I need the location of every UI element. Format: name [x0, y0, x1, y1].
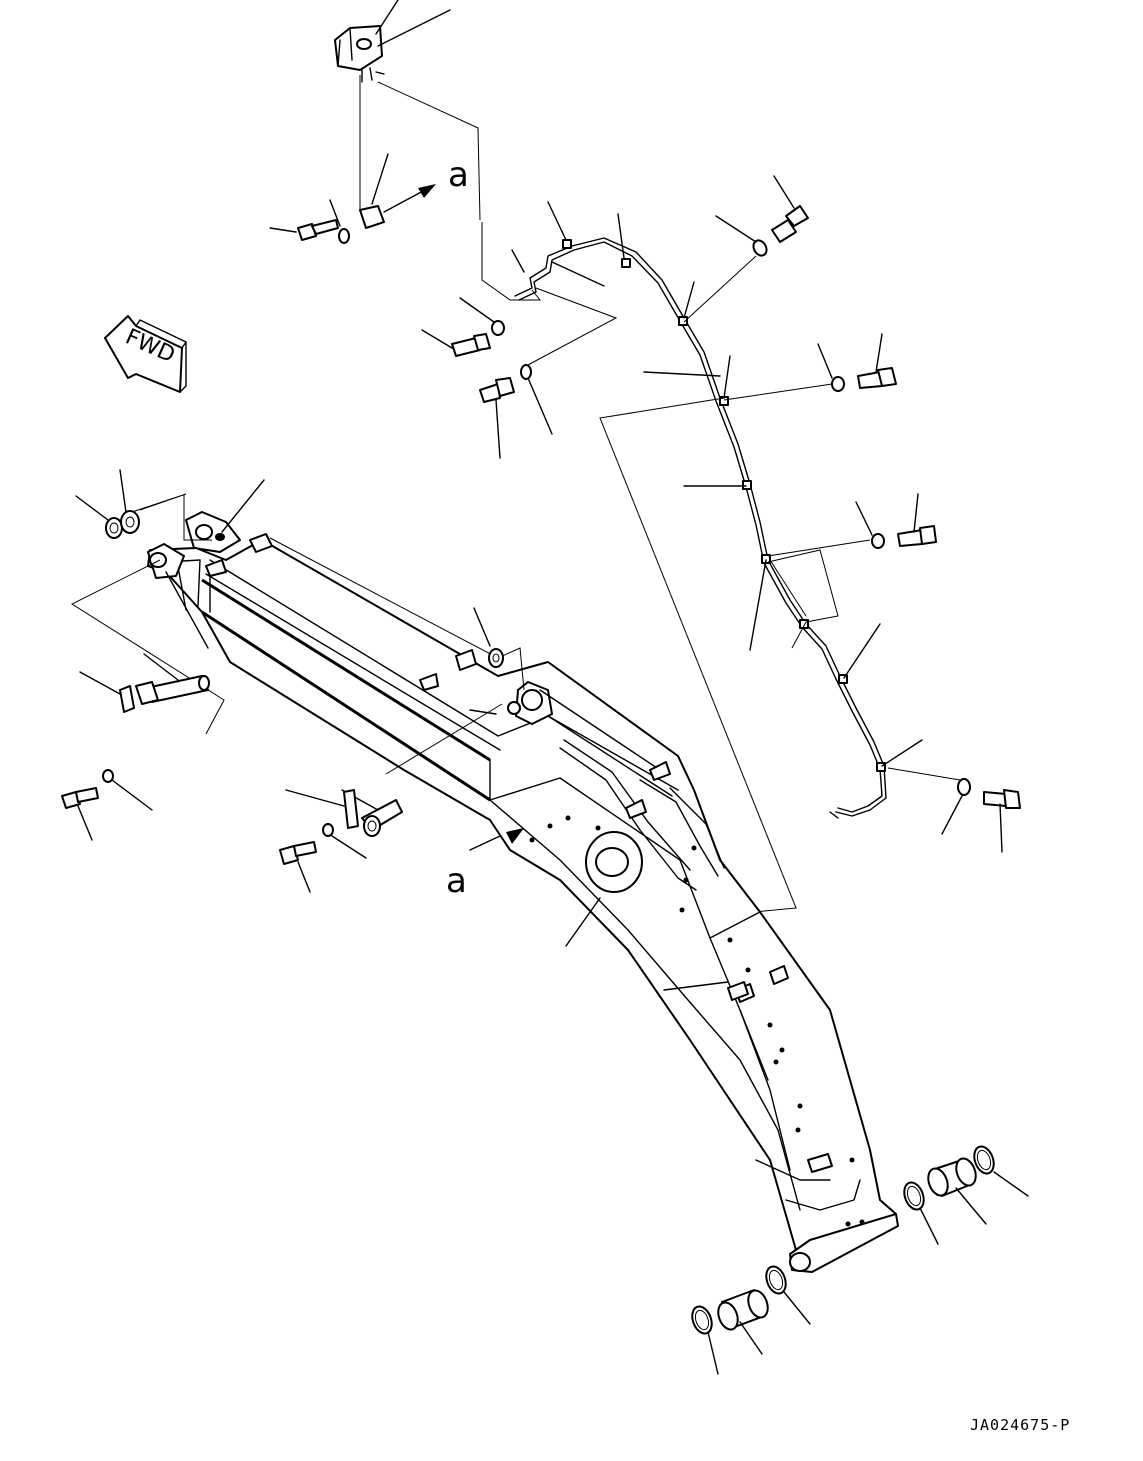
- view-marker-bottom: a: [446, 861, 467, 901]
- wiring-harness: [421, 175, 1021, 913]
- boom-body: [70, 479, 899, 1273]
- view-marker-top: a: [448, 155, 469, 195]
- pin-hardware: [61, 469, 504, 893]
- bracket-assembly: [269, 0, 481, 244]
- bushings: [691, 1145, 1029, 1375]
- drawing-code: JA024675-P: [970, 1416, 1070, 1434]
- fwd-direction-sign: FWD: [104, 315, 187, 393]
